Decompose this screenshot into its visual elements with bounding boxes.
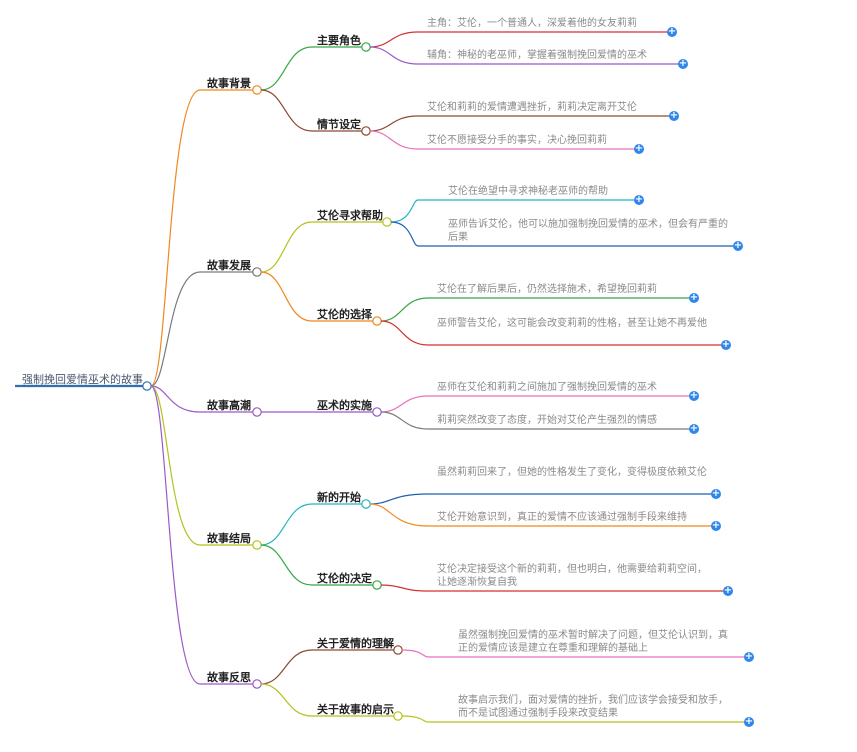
expand-button-1-2-1[interactable]: + [669,110,679,121]
topic-label-4-1: 新的开始 [317,491,361,504]
leaf-connector-1-2-1 [369,115,419,132]
expand-button-1-2-2[interactable]: + [634,143,644,154]
expand-button-2-1-2[interactable]: + [733,240,743,251]
expand-button-2-2-2[interactable]: + [721,339,731,350]
leaf-text-1-1-2: 辅角：神秘的老巫师，掌握着强制挽回爱情的巫术 [427,50,647,61]
branch-node-2 [252,267,262,277]
leaf-text-5-1-1: 虽然强制挽回爱情的巫术暂时解决了问题，但艾伦认识到，真正的爱情应该是建立在尊重和… [458,630,728,654]
expand-button-3-1-1[interactable]: + [689,390,699,401]
topic-connector-2-1 [260,221,313,273]
topic-node-2-2 [372,316,382,326]
leaf-text-1-2-2: 艾伦不愿接受分手的事实，决心挽回莉莉 [427,135,607,146]
branch-connector-5 [150,385,201,685]
leaf-connector-5-2-1 [401,715,429,723]
branch-label-5: 故事反思 [207,671,251,684]
topic-connector-5-1 [260,649,313,685]
topic-label-5-2: 关于故事的启示 [317,703,394,716]
branch-connector-1 [150,89,201,387]
topic-connector-4-1 [260,503,313,546]
expand-button-4-1-1[interactable]: + [711,488,721,499]
topic-node-1-2 [361,126,371,136]
branch-node-3 [252,407,262,417]
branch-label-1: 故事背景 [207,77,251,90]
leaf-connector-3-1-2 [380,411,429,430]
topic-node-4-1 [361,499,371,509]
expand-button-3-1-2[interactable]: + [689,423,699,434]
leaf-connector-1-1-1 [369,31,419,48]
branch-connector-4 [150,385,201,546]
root-node [142,381,152,391]
expand-button-1-1-2[interactable]: + [678,58,688,69]
topic-connector-2-2 [260,271,313,322]
topic-label-2-1: 艾伦寻求帮助 [317,209,383,222]
leaf-connector-5-1-1 [401,649,429,658]
expand-button-2-1-1[interactable]: + [634,194,644,205]
branch-label-2: 故事发展 [207,259,251,272]
leaf-text-5-2-1: 故事启示我们，面对爱情的挫折，我们应该学会接受和放手，而不是试图通过强制手段来改… [458,695,728,719]
expand-button-4-2-1[interactable]: + [723,585,733,596]
branch-label-3: 故事高潮 [207,399,251,412]
topic-connector-1-2 [260,89,313,132]
leaf-text-4-1-2: 艾伦开始意识到，真正的爱情不应该通过强制手段来维持 [437,512,687,523]
branch-node-5 [252,679,262,689]
leaf-connector-1-2-2 [369,130,419,150]
leaf-connector-1-1-2 [369,46,419,65]
topic-label-5-1: 关于爱情的理解 [317,637,394,650]
topic-label-1-2: 情节设定 [317,118,361,131]
leaf-text-2-2-2: 巫师警告艾伦，这可能会改变莉莉的性格，甚至让她不再爱他 [437,318,707,329]
leaf-text-3-1-1: 巫师在艾伦和莉莉之间施加了强制挽回爱情的巫术 [437,382,657,393]
leaf-connector-2-2-2 [380,320,429,346]
leaf-text-2-2-1: 艾伦在了解后果后，仍然选择施术，希望挽回莉莉 [437,284,657,295]
expand-button-5-1-1[interactable]: + [744,651,754,662]
topic-label-1-1: 主要角色 [317,34,361,47]
leaf-connector-2-2-1 [380,297,429,322]
leaf-connector-4-2-1 [380,584,429,592]
topic-label-2-2: 艾伦的选择 [317,308,372,321]
expand-button-2-2-1[interactable]: + [689,292,699,303]
leaf-text-4-1-1: 虽然莉莉回来了，但她的性格发生了变化，变得极度依赖艾伦 [437,467,707,478]
expand-button-4-1-2[interactable]: + [711,520,721,531]
topic-node-2-1 [382,217,392,227]
topic-node-5-2 [393,711,403,721]
branch-node-4 [252,540,262,550]
branch-connector-3 [150,385,201,413]
topic-connector-4-2 [260,544,313,586]
leaf-text-1-1-1: 主角：艾伦，一个普通人，深爱着他的女友莉莉 [427,18,637,29]
leaf-text-1-2-1: 艾伦和莉莉的爱情遭遇挫折，莉莉决定离开艾伦 [427,102,637,113]
leaf-connector-4-1-2 [369,503,429,527]
branch-node-1 [252,85,262,95]
leaf-connector-2-1-1 [390,199,419,223]
branch-label-4: 故事结局 [207,532,251,545]
topic-label-4-2: 艾伦的决定 [317,572,372,585]
leaf-connector-2-1-2 [390,221,419,247]
topic-connector-5-2 [260,683,313,717]
leaf-text-2-1-2: 巫师告诉艾伦，他可以施加强制挽回爱情的巫术，但会有严重的后果 [448,219,728,243]
topic-label-3-1: 巫术的实施 [317,399,372,412]
topic-node-3-1 [372,407,382,417]
root-topic: 强制挽回爱情巫术的故事 [22,373,143,386]
expand-button-1-1-1[interactable]: + [667,26,677,37]
leaf-text-2-1-1: 艾伦在绝望中寻求神秘老巫师的帮助 [448,186,608,197]
leaf-text-3-1-2: 莉莉突然改变了态度，开始对艾伦产生强烈的情感 [437,415,657,426]
leaf-text-4-2-1: 艾伦决定接受这个新的莉莉，但也明白，他需要给莉莉空间，让她逐渐恢复自我 [437,564,707,588]
branch-connector-2 [150,271,201,387]
topic-node-4-2 [372,580,382,590]
topic-node-1-1 [361,42,371,52]
topic-connector-1-1 [260,46,313,91]
leaf-connector-3-1-1 [380,395,429,413]
topic-node-5-1 [393,645,403,655]
leaf-connector-4-1-1 [369,493,429,505]
expand-button-5-2-1[interactable]: + [744,716,754,727]
